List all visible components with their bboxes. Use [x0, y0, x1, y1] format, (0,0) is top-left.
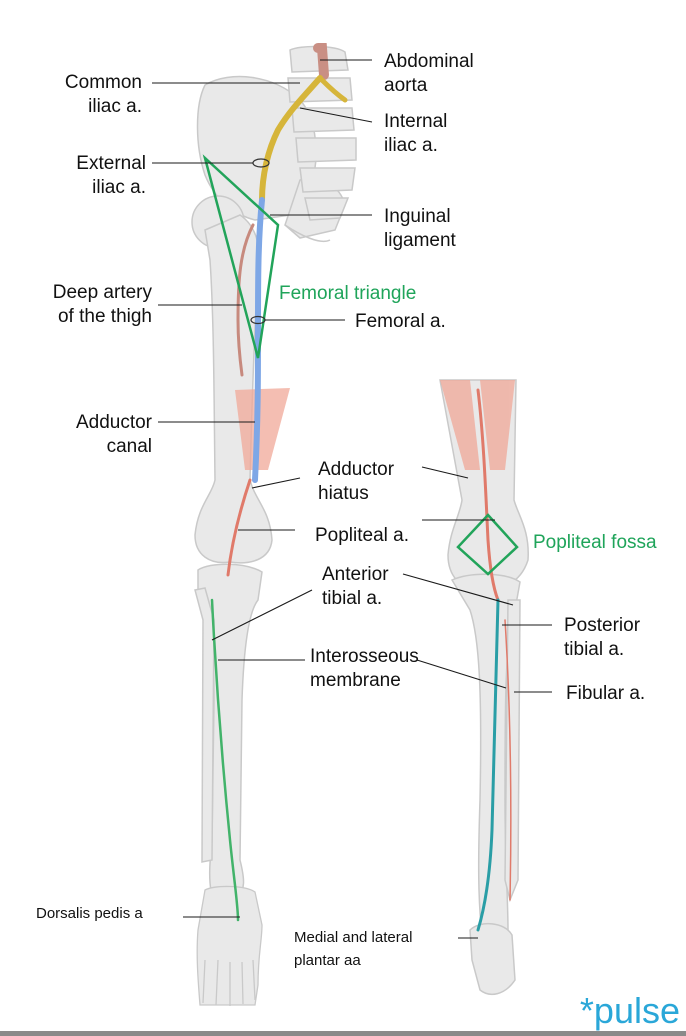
common-iliac-label: Common iliac a. — [64, 72, 142, 117]
plantar-arteries-label: Medial and lateral plantar aa — [294, 929, 413, 969]
adductor-hiatus-label: Adductor hiatus — [318, 459, 395, 504]
arteries — [210, 43, 512, 932]
femoral-triangle-label: Femoral triangle — [279, 283, 417, 304]
abdominal-aorta-label: Abdominal aorta — [384, 51, 474, 96]
internal-iliac-artery — [319, 77, 348, 103]
leader-lines — [152, 59, 552, 939]
popliteal-artery-front — [226, 478, 252, 577]
anterior-tibial-label: Anterior tibial a. — [322, 564, 389, 609]
muscle-patches — [235, 380, 515, 470]
internal-iliac-label: Internal iliac a. — [384, 111, 448, 156]
popliteal-fossa-outline — [456, 513, 519, 576]
popliteal-fossa-label: Popliteal fossa — [533, 532, 657, 553]
external-iliac-label: External iliac a. — [76, 153, 146, 198]
femoral-triangle-outline — [202, 154, 280, 359]
tibia-fibula-front — [194, 563, 263, 896]
dorsalis-pedis-label: Dorsalis pedis a — [36, 905, 143, 922]
inguinal-ligament-label: Inguinal ligament — [384, 206, 456, 251]
adductor-canal-label: Adductor canal — [75, 412, 152, 457]
popliteal-artery-label: Popliteal a. — [315, 525, 410, 546]
common-iliac-artery — [259, 75, 323, 203]
fibular-artery-label: Fibular a. — [566, 683, 646, 704]
posterior-tibial-artery — [476, 598, 500, 932]
deep-artery-label: Deep artery of the thigh — [52, 282, 152, 327]
posterior-tibial-label: Posterior tibial a. — [564, 615, 641, 660]
popliteal-artery-back — [476, 388, 500, 602]
foot-front — [196, 885, 263, 1006]
deep-femoral-artery — [236, 223, 255, 377]
anterior-tibial-artery-front — [210, 598, 240, 922]
fibular-artery — [504, 619, 512, 901]
abdominal-aorta — [313, 43, 329, 80]
femoral-artery-label: Femoral a. — [355, 311, 446, 332]
femoral-artery — [252, 197, 265, 483]
pulse-logo: *pulse — [579, 990, 680, 1031]
anatomic-regions — [202, 154, 519, 576]
bottom-border — [0, 1031, 686, 1036]
interosseous-membrane-label: Interosseous membrane — [310, 646, 419, 691]
